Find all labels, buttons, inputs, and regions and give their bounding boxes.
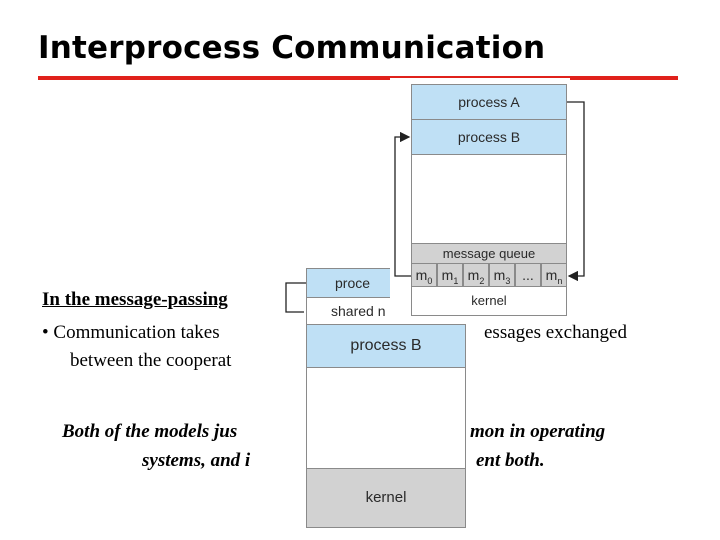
mp-process-b: process B	[411, 119, 567, 155]
queue-cell-base: m	[441, 267, 454, 283]
queue-cell-base: m	[467, 267, 480, 283]
queue-cell-sub: n	[557, 275, 563, 286]
note-line-2-end: ent both.	[476, 450, 545, 471]
queue-cell: m2	[463, 263, 489, 287]
bullet-line-2: between the cooperat	[70, 350, 232, 371]
arrow-queue-to-process-b	[394, 131, 411, 277]
queue-cell-sub: 2	[479, 275, 485, 286]
bullet-start: • Communication takes	[42, 322, 220, 343]
queue-cell-sub: 1	[453, 275, 459, 286]
message-passing-heading: In the message-passing	[42, 289, 228, 310]
queue-cell-base: m	[415, 267, 428, 283]
mp-process-a: process A	[411, 84, 567, 120]
note-line-1-start: Both of the models jus	[62, 421, 238, 442]
queue-cell-sub: 3	[505, 275, 511, 286]
queue-cell-base: m	[545, 267, 558, 283]
note-line-1-end: mon in operating	[470, 421, 606, 442]
title-underline	[38, 76, 678, 80]
sm-shared-memory-partial: shared n	[306, 297, 392, 325]
mp-kernel: kernel	[411, 286, 567, 316]
sm-process-b: process B	[306, 324, 466, 368]
queue-cell-base: m	[493, 267, 506, 283]
slide-title: Interprocess Communication	[38, 30, 546, 66]
arrow-process-a-to-queue	[567, 101, 585, 282]
sm-kernel: kernel	[306, 468, 466, 528]
queue-cell: mn	[541, 263, 567, 287]
queue-cell-base: ...	[522, 267, 534, 283]
queue-cell-sub: 0	[427, 275, 433, 286]
bullet-end: essages exchanged	[484, 322, 627, 343]
note-line-2-start: systems, and i	[142, 450, 251, 471]
sm-left-bracket	[285, 282, 306, 313]
queue-cell: m3	[489, 263, 515, 287]
